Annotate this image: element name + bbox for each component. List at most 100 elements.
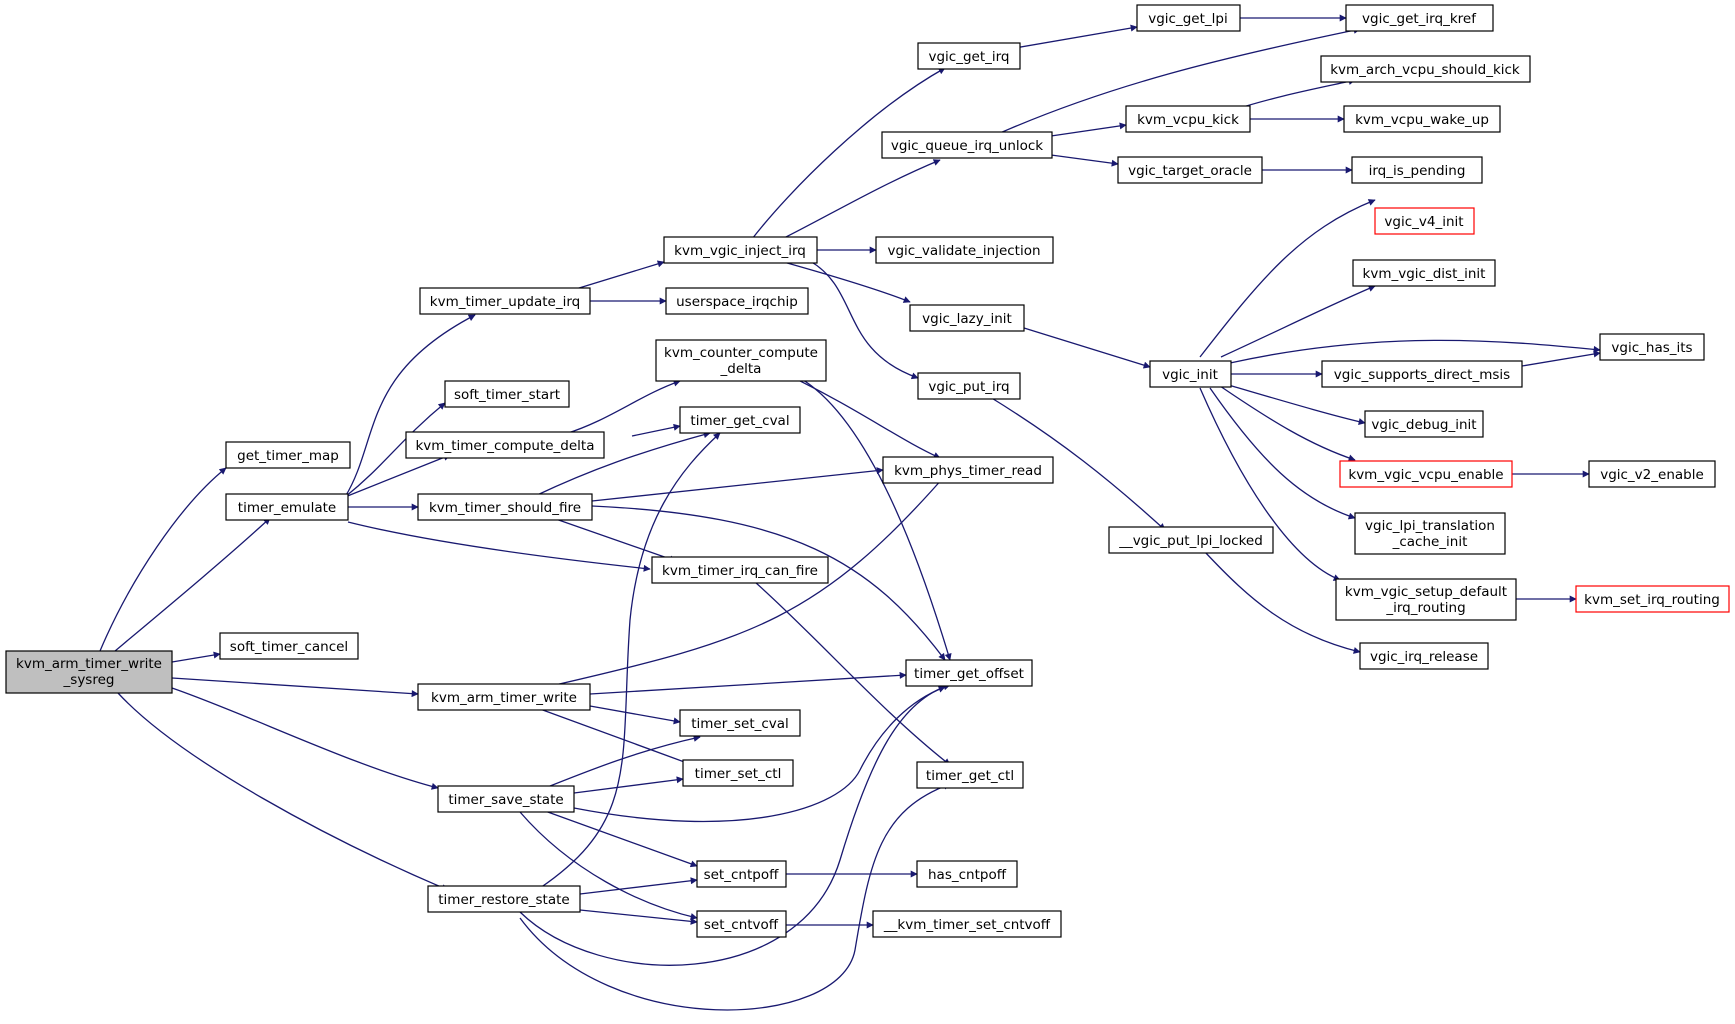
node-timer-set-cval[interactable]: timer_set_cval <box>679 709 801 737</box>
node-label: __kvm_timer_set_cntvoff <box>883 917 1051 933</box>
node-vgic-supports-direct-msis[interactable]: vgic_supports_direct_msis <box>1321 360 1523 388</box>
node-label: vgic_target_oracle <box>1128 163 1252 179</box>
node-vgic-lazy-init[interactable]: vgic_lazy_init <box>909 304 1025 332</box>
node-kvm-vgic-vcpu-enable[interactable]: kvm_vgic_vcpu_enable <box>1339 460 1513 488</box>
node-soft-timer-cancel[interactable]: soft_timer_cancel <box>219 632 359 660</box>
node-kvm-set-irq-routing[interactable]: kvm_set_irq_routing <box>1575 585 1730 613</box>
node-set-cntvoff[interactable]: set_cntvoff <box>696 910 787 938</box>
node-vgic-debug-init[interactable]: vgic_debug_init <box>1364 410 1484 438</box>
node-vgic-target-oracle[interactable]: vgic_target_oracle <box>1117 156 1263 184</box>
node-vgic-v4-init[interactable]: vgic_v4_init <box>1374 207 1475 235</box>
edge-put-irq-put-lpi <box>989 396 1166 531</box>
node-kvm-vcpu-wake-up[interactable]: kvm_vcpu_wake_up <box>1343 105 1501 133</box>
edge-write-set-cval <box>589 705 681 725</box>
node-timer-get-offset[interactable]: timer_get_offset <box>905 659 1033 687</box>
node-kvm-arm-timer-write[interactable]: kvm_arm_timer_write <box>417 683 591 711</box>
node-vgic-init[interactable]: vgic_init <box>1149 360 1232 388</box>
node-label: vgic_get_lpi <box>1148 11 1227 27</box>
node-label: timer_restore_state <box>438 892 569 908</box>
node-root[interactable]: kvm_arm_timer_write _sysreg <box>5 650 173 694</box>
node-label: kvm_timer_should_fire <box>429 500 581 516</box>
edge-root-soft-timer-cancel <box>171 651 221 663</box>
node-has-cntpoff[interactable]: has_cntpoff <box>916 860 1018 888</box>
node-kvm-timer-update-irq[interactable]: kvm_timer_update_irq <box>419 287 591 315</box>
edge-compute-delta-counter <box>564 379 681 435</box>
node-label: timer_save_state <box>448 792 563 808</box>
edge-inject-lazy-init <box>779 260 911 303</box>
edge-restore-cval <box>539 432 721 889</box>
node-label: vgic_lazy_init <box>922 311 1012 327</box>
node-kvm-timer-should-fire[interactable]: kvm_timer_should_fire <box>417 493 593 521</box>
edge-init-v4 <box>1199 199 1376 358</box>
node-label: _delta <box>720 361 762 377</box>
node-vgic-has-its[interactable]: vgic_has_its <box>1599 333 1705 361</box>
node-label: timer_get_offset <box>914 666 1024 682</box>
edge-restore-get-ctl <box>519 782 951 1011</box>
node-label: vgic_v2_enable <box>1600 467 1704 483</box>
edge-root-timer-save-state <box>171 687 439 790</box>
node-label: _irq_routing <box>1385 600 1465 616</box>
node-label: kvm_arm_timer_write <box>431 690 577 706</box>
node-irq-is-pending[interactable]: irq_is_pending <box>1351 156 1483 184</box>
node-kvm-vgic-inject-irq[interactable]: kvm_vgic_inject_irq <box>663 236 818 264</box>
node-label: set_cntpoff <box>704 867 779 883</box>
node-vgic-put-irq[interactable]: vgic_put_irq <box>917 372 1021 400</box>
edge-should-fire-offset <box>591 505 946 661</box>
node-label: kvm_vcpu_kick <box>1137 112 1239 128</box>
node-label: kvm_timer_update_irq <box>430 294 580 310</box>
node-kvm-counter-compute-delta[interactable]: kvm_counter_compute _delta <box>655 339 827 382</box>
edge-init-default-routing <box>1199 387 1341 581</box>
node-label: has_cntpoff <box>928 867 1007 883</box>
node-label: timer_emulate <box>238 500 336 516</box>
edge-init-has-its <box>1229 339 1601 364</box>
nodes: kvm_arm_timer_write _sysreg get_timer_ma… <box>5 4 1730 938</box>
node-vgic-validate-injection[interactable]: vgic_validate_injection <box>875 236 1054 264</box>
edges <box>99 14 1601 1011</box>
node-vgic-lpi-translation-cache-init[interactable]: vgic_lpi_translation _cache_init <box>1354 512 1506 555</box>
node-get-timer-map[interactable]: get_timer_map <box>225 441 351 469</box>
node-timer-get-ctl[interactable]: timer_get_ctl <box>916 761 1024 789</box>
node-kvm-arch-vcpu-should-kick[interactable]: kvm_arch_vcpu_should_kick <box>1320 55 1531 83</box>
node-label: vgic_validate_injection <box>887 243 1040 259</box>
node-timer-restore-state[interactable]: timer_restore_state <box>427 885 581 913</box>
edge-should-fire-phys <box>591 467 884 502</box>
node-vgic-put-lpi-locked[interactable]: __vgic_put_lpi_locked <box>1108 526 1274 554</box>
node-label: vgic_get_irq_kref <box>1362 11 1477 27</box>
node-kvm-vcpu-kick[interactable]: kvm_vcpu_kick <box>1125 105 1251 133</box>
edge-init-vcpu-enable <box>1219 385 1356 462</box>
node-set-cntpoff[interactable]: set_cntpoff <box>696 860 787 888</box>
node-label: soft_timer_start <box>454 387 560 403</box>
node-soft-timer-start[interactable]: soft_timer_start <box>444 380 570 408</box>
node-timer-emulate[interactable]: timer_emulate <box>225 493 349 521</box>
node-label: kvm_set_irq_routing <box>1584 592 1720 608</box>
edge-queue-kref <box>999 26 1361 134</box>
node-kvm-phys-timer-read[interactable]: kvm_phys_timer_read <box>882 456 1054 484</box>
node-kvm-timer-set-cntvoff[interactable]: __kvm_timer_set_cntvoff <box>872 910 1062 938</box>
edge-queue-kick <box>1050 122 1127 137</box>
node-timer-set-ctl[interactable]: timer_set_ctl <box>682 759 794 787</box>
edge-restore-offset <box>519 683 951 966</box>
node-label: timer_set_ctl <box>695 766 782 782</box>
node-label: vgic_has_its <box>1611 340 1692 356</box>
node-label: timer_get_cval <box>690 413 789 429</box>
node-vgic-get-lpi[interactable]: vgic_get_lpi <box>1136 4 1241 32</box>
edge-compute-delta-cval <box>631 423 681 437</box>
node-kvm-timer-irq-can-fire[interactable]: kvm_timer_irq_can_fire <box>651 556 829 584</box>
node-label: set_cntvoff <box>704 917 779 933</box>
node-label: timer_get_ctl <box>926 768 1014 784</box>
node-vgic-get-irq-kref[interactable]: vgic_get_irq_kref <box>1345 4 1494 32</box>
node-kvm-vgic-setup-default-irq-routing[interactable]: kvm_vgic_setup_default _irq_routing <box>1335 578 1517 621</box>
node-userspace-irqchip[interactable]: userspace_irqchip <box>665 287 809 315</box>
node-timer-get-cval[interactable]: timer_get_cval <box>679 406 801 434</box>
node-vgic-v2-enable[interactable]: vgic_v2_enable <box>1588 460 1716 488</box>
edge-write-set-ctl <box>539 708 699 769</box>
node-timer-save-state[interactable]: timer_save_state <box>437 785 575 813</box>
node-kvm-timer-compute-delta[interactable]: kvm_timer_compute_delta <box>405 431 605 459</box>
node-label: __vgic_put_lpi_locked <box>1118 533 1263 549</box>
node-kvm-vgic-dist-init[interactable]: kvm_vgic_dist_init <box>1352 259 1496 287</box>
edge-save-cntpoff <box>544 810 698 868</box>
node-vgic-queue-irq-unlock[interactable]: vgic_queue_irq_unlock <box>881 131 1053 159</box>
node-vgic-get-irq[interactable]: vgic_get_irq <box>917 42 1021 70</box>
node-vgic-irq-release[interactable]: vgic_irq_release <box>1359 642 1489 670</box>
node-label: vgic_irq_release <box>1370 649 1478 665</box>
